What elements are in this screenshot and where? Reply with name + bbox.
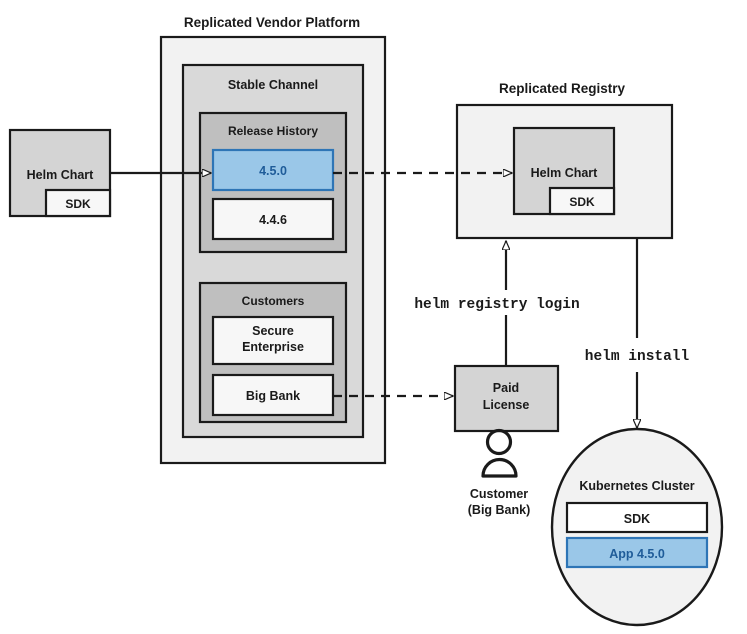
paid-license-label-line1: Paid [493, 381, 519, 395]
helm-registry-login-label: helm registry login [414, 297, 579, 313]
customer-secure-enterprise-label-line2: Enterprise [242, 340, 304, 354]
customer-secure-enterprise-box[interactable] [211, 315, 335, 366]
cluster-app-box[interactable] [565, 536, 709, 569]
customer-big-bank-box[interactable] [211, 373, 335, 417]
stable-channel-label: Stable Channel [228, 78, 318, 92]
customer-secure-enterprise-label-line1: Secure [252, 324, 294, 338]
kubernetes-cluster-label: Kubernetes Cluster [579, 479, 694, 493]
cluster-sdk-label: SDK [624, 512, 650, 526]
customer-actor-label-line2: (Big Bank) [468, 503, 531, 517]
customer-big-bank-label: Big Bank [246, 389, 300, 403]
release-version-previous-label: 4.4.6 [259, 213, 287, 227]
helm-install-label: helm install [585, 349, 690, 365]
registry-sdk-box[interactable] [548, 186, 616, 216]
source-sdk-box[interactable] [44, 188, 112, 218]
registry-helm-chart-label: Helm Chart [531, 166, 599, 180]
cluster-app-label: App 4.5.0 [609, 547, 665, 561]
release-version-current-box[interactable] [211, 148, 335, 192]
release-version-current-label: 4.5.0 [259, 164, 287, 178]
source-sdk-label: SDK [65, 197, 91, 211]
release-version-previous-box[interactable] [211, 197, 335, 241]
vendor-platform-title: Replicated Vendor Platform [184, 15, 360, 30]
cluster-sdk-box[interactable] [565, 501, 709, 534]
customer-actor-label-line1: Customer [470, 487, 528, 501]
source-helm-chart-label: Helm Chart [27, 168, 95, 182]
customer-person-icon [481, 428, 518, 478]
registry-sdk-label: SDK [569, 195, 595, 209]
paid-license-label-line2: License [483, 398, 530, 412]
registry-title: Replicated Registry [499, 81, 626, 96]
release-history-label: Release History [228, 124, 318, 138]
customers-label: Customers [242, 294, 305, 308]
